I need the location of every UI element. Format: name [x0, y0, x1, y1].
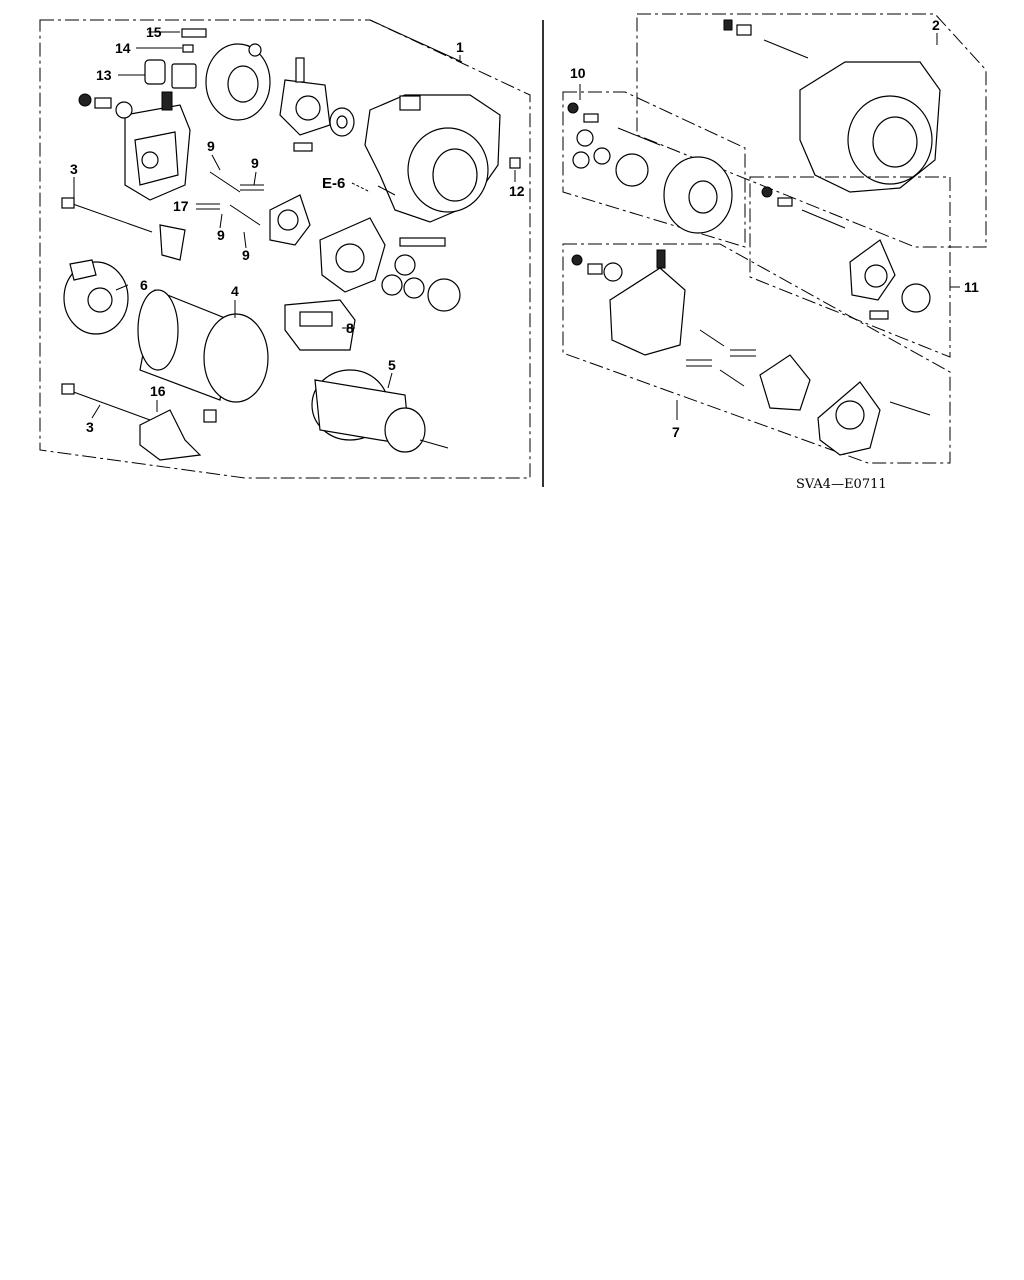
- brush-holder-part: [124, 91, 191, 201]
- small-spring-right-part: [509, 157, 521, 169]
- callout-10: 10: [570, 65, 586, 81]
- callout-14: 14: [115, 40, 131, 56]
- callout-9-a: 9: [207, 138, 215, 154]
- assembly-frame-2: [636, 13, 987, 248]
- assembly-frame-10: [562, 91, 746, 248]
- bracket-part-17: [159, 224, 186, 261]
- callout-3-lower: 3: [86, 419, 94, 435]
- small-spring-parts: [181, 28, 207, 53]
- end-bracket-part: [63, 259, 129, 335]
- diagram-code: SVA4—E0711: [796, 477, 887, 492]
- housing-assembly-part: [723, 19, 941, 193]
- brush-springs-part: [196, 171, 264, 226]
- callout-17: 17: [173, 198, 189, 214]
- right-panel: 2 10 11 7 SVA4—E0711: [562, 13, 987, 492]
- assembly-frame-11: [749, 176, 951, 358]
- callout-3-upper: 3: [70, 161, 78, 177]
- rear-end-cover-part: [205, 43, 271, 121]
- leader-lines-right: [579, 33, 960, 420]
- callout-2: 2: [932, 17, 940, 33]
- starter-housing-part: [364, 94, 501, 223]
- callout-1: 1: [456, 39, 464, 55]
- callout-16: 16: [150, 383, 166, 399]
- lever-kit-part: [761, 186, 931, 320]
- brush-plate-part: [269, 194, 311, 246]
- callout-9-d: 9: [242, 247, 250, 263]
- callout-8: 8: [346, 320, 354, 336]
- assembly-frame-7: [562, 243, 951, 464]
- callout-11: 11: [964, 279, 979, 295]
- callout-9-b: 9: [251, 155, 259, 171]
- callout-6: 6: [140, 277, 148, 293]
- nut-washer-part: [78, 93, 133, 119]
- callout-9-c: 9: [217, 227, 225, 243]
- callout-13: 13: [96, 67, 112, 83]
- bracket-part-16: [139, 409, 217, 461]
- reference-label: E-6: [322, 175, 345, 192]
- through-bolt-lower-part: [61, 383, 151, 421]
- planetary-kit-part: [567, 102, 733, 234]
- callout-5: 5: [388, 357, 396, 373]
- seal-part: [329, 107, 355, 137]
- planetary-gear-set-part: [319, 217, 461, 312]
- callout-7: 7: [672, 424, 680, 440]
- armature-part: [311, 369, 449, 453]
- brush-holder-assembly-part: [284, 299, 356, 351]
- left-panel: E-6 1 15 14 13 3 9 9 17 9 9 12 4 6 8 5 1…: [39, 19, 531, 479]
- through-bolt-upper-part: [61, 197, 153, 233]
- callout-4: 4: [231, 283, 239, 299]
- lever-bracket-part: [279, 57, 331, 152]
- leader-lines-left: [73, 19, 516, 419]
- brush-kit-part: [571, 249, 931, 456]
- callout-15: 15: [146, 24, 162, 40]
- callout-12: 12: [509, 183, 525, 199]
- yoke-part: [137, 289, 269, 403]
- solenoid-cap-part: [144, 59, 197, 89]
